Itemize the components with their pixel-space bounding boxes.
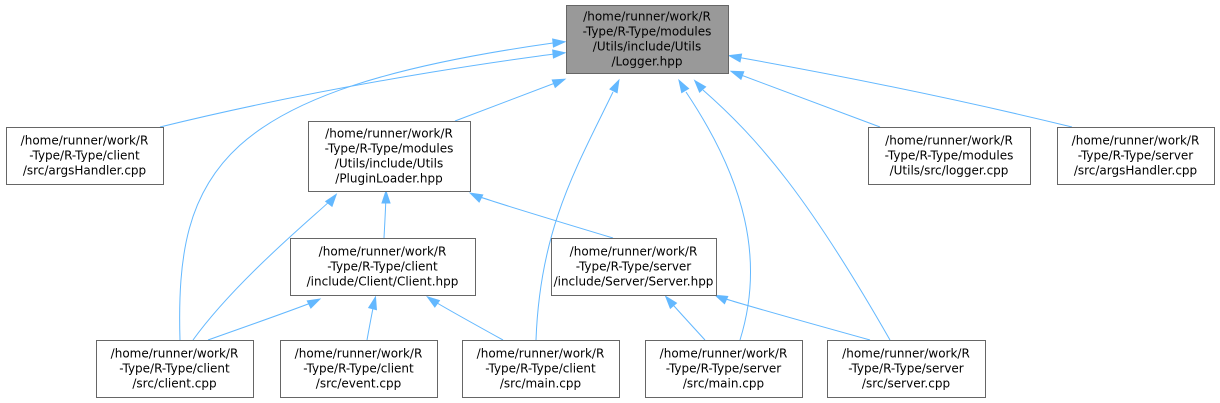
node-label-line: /src/client.cpp [132,377,216,391]
node-label-line: -Type/R-Type/server [666,362,782,376]
node-box[interactable] [6,127,164,185]
edge-arrowhead [468,192,484,203]
node-label-line: -Type/R-Type/server [1078,149,1194,163]
node-box[interactable] [868,127,1031,185]
node-label-line: /home/runner/work/R [1072,134,1200,148]
node-label-line: /home/runner/work/R [111,347,239,361]
node-label-line: -Type/R-Type/client [29,149,140,163]
edge-server_cpp-to-logger_hpp [702,89,891,341]
node-server-cpp[interactable]: /home/runner/work/R-Type/R-Type/server/s… [827,340,986,398]
node-label-line: -Type/R-Type/client [119,362,230,376]
node-logger-hpp[interactable]: /home/runner/work/R-Type/R-Type/modules/… [566,5,729,74]
node-label-line: /src/argsHandler.cpp [23,164,146,178]
node-label-line: /Logger.hpp [612,55,683,69]
node-label-line: /Utils/include/Utils [593,40,701,54]
node-box[interactable] [96,340,254,398]
node-label-line: /Utils/include/Utils [335,157,443,171]
node-server-main-cpp[interactable]: /home/runner/work/R-Type/R-Type/server/s… [645,340,803,398]
node-label-line: /home/runner/work/R [660,347,788,361]
nodes-layer: /home/runner/work/R-Type/R-Type/modules/… [6,5,1215,398]
node-label-line: -Type/R-Type/modules [583,25,712,39]
node-label-line: -Type/R-Type/client [303,362,414,376]
node-label-line: /include/Client/Client.hpp [307,275,459,289]
edge-arrowhead [727,53,743,63]
edge-client_cpp-to-client_hpp [207,299,319,341]
edge-arrowhead [678,78,690,94]
edge-arrowhead [552,49,567,59]
edge-arrowhead [693,79,707,93]
node-client-argshandler-cpp[interactable]: /home/runner/work/R-Type/R-Type/client/s… [6,127,164,185]
edges-layer [159,38,1073,341]
node-label-line: /src/server.cpp [862,377,950,391]
node-label-line: -Type/R-Type/client [485,362,596,376]
edge-server_hpp-to-pluginloader_hpp [471,193,614,239]
node-label-line: /src/main.cpp [683,377,764,391]
node-client-main-cpp[interactable]: /home/runner/work/R-Type/R-Type/client/s… [462,340,620,398]
edge-arrowhead [551,78,567,89]
node-label-line: /home/runner/work/R [477,347,605,361]
node-box[interactable] [827,340,986,398]
edge-client_argshandler_cpp-to-logger_hpp [159,52,564,128]
edge-arrowhead [306,298,322,309]
node-label-line: /src/argsHandler.cpp [1074,164,1197,178]
node-label-line: /home/runner/work/R [21,134,149,148]
edge-arrowhead [367,295,378,311]
node-client-cpp[interactable]: /home/runner/work/R-Type/R-Type/client/s… [96,340,254,398]
node-label-line: -Type/R-Type/modules [325,142,454,156]
node-label-line: /PluginLoader.hpp [335,172,442,186]
node-box[interactable] [290,238,476,296]
edge-server_cpp-to-server_hpp [716,295,871,341]
node-label-line: /src/event.cpp [316,377,401,391]
node-box[interactable] [566,5,729,74]
node-label-line: -Type/R-Type/client [327,260,438,274]
node-label-line: /home/runner/work/R [583,10,711,24]
edge-arrowhead [664,295,678,310]
node-logger-cpp[interactable]: /home/runner/work/R-Type/R-Type/modules/… [868,127,1031,185]
edge-arrowhead [324,193,338,208]
node-box[interactable] [645,340,803,398]
edge-arrowhead [609,78,620,94]
node-box[interactable] [308,121,471,192]
node-label-line: -Type/R-Type/server [848,362,964,376]
node-label-line: /home/runner/work/R [325,127,453,141]
node-pluginloader-hpp[interactable]: /home/runner/work/R-Type/R-Type/modules/… [308,121,471,192]
edge-pluginloader_hpp-to-logger_hpp [454,79,564,122]
edge-client_main_cpp-to-logger_hpp [535,91,614,341]
edge-arrowhead [426,295,441,308]
node-label-line: /home/runner/work/R [295,347,423,361]
edge-client_main_cpp-to-client_hpp [428,297,504,341]
node-label-line: /src/main.cpp [500,377,581,391]
node-label-line: /home/runner/work/R [885,134,1013,148]
node-label-line: /Utils/src/logger.cpp [890,164,1009,178]
node-box[interactable] [551,238,717,296]
node-box[interactable] [280,340,438,398]
edge-server_main_cpp-to-logger_hpp [685,91,752,341]
node-label-line: /home/runner/work/R [842,347,970,361]
node-label-line: -Type/R-Type/modules [885,149,1014,163]
edge-arrowhead [729,70,745,81]
node-label-line: /home/runner/work/R [319,245,447,259]
edge-client_cpp-to-logger_hpp [179,42,554,341]
node-label-line: /home/runner/work/R [570,245,698,259]
node-box[interactable] [1057,127,1215,185]
edge-arrowhead [552,38,567,48]
node-server-hpp[interactable]: /home/runner/work/R-Type/R-Type/server/i… [551,238,717,296]
edge-arrowhead [381,189,391,204]
node-client-hpp[interactable]: /home/runner/work/R-Type/R-Type/client/i… [290,238,476,296]
node-event-cpp[interactable]: /home/runner/work/R-Type/R-Type/client/s… [280,340,438,398]
node-box[interactable] [462,340,620,398]
edge-arrowhead [713,294,729,305]
node-label-line: -Type/R-Type/server [576,260,692,274]
edge-server_argshandler_cpp-to-logger_hpp [730,55,1073,128]
node-server-argshandler-cpp[interactable]: /home/runner/work/R-Type/R-Type/server/s… [1057,127,1215,185]
node-label-line: /include/Server/Server.hpp [554,275,714,289]
